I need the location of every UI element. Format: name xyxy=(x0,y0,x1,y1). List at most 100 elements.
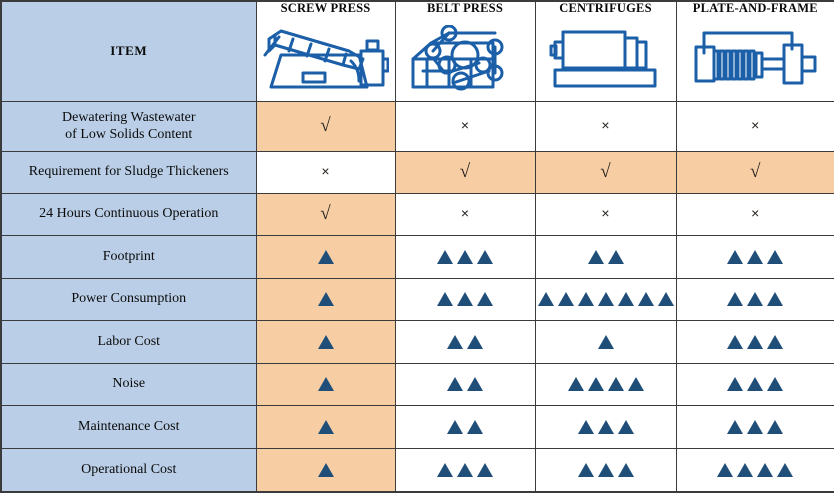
screw-press-icon xyxy=(257,16,395,101)
triangle-icon xyxy=(638,292,654,306)
cell-thickeners-screw-press: × xyxy=(256,151,395,193)
triangle-icon xyxy=(598,292,614,306)
column-header-screw-press: SCREW PRESS xyxy=(256,1,395,101)
triangle-icon xyxy=(737,463,753,477)
column-header-label: SCREW PRESS xyxy=(281,2,371,16)
rating-triangles xyxy=(396,292,535,306)
triangle-icon xyxy=(588,377,604,391)
triangle-icon xyxy=(777,463,793,477)
column-header-centrifuges: CENTRIFUGES xyxy=(535,1,676,101)
triangle-icon xyxy=(747,335,763,349)
cell-footprint-screw-press xyxy=(256,235,395,278)
row-label-line-2: of Low Solids Content xyxy=(2,126,256,144)
cell-operational-centrifuges xyxy=(535,448,676,492)
check-icon: √ xyxy=(750,161,760,182)
triangle-icon xyxy=(538,292,554,306)
cross-icon: × xyxy=(321,163,329,179)
triangle-icon xyxy=(618,292,634,306)
triangle-icon xyxy=(318,463,334,477)
cell-dewatering-screw-press: √ xyxy=(256,101,395,151)
column-header-label: CENTRIFUGES xyxy=(559,2,652,16)
table-header-row: ITEM SCREW PRESS xyxy=(1,1,834,101)
rating-triangles xyxy=(536,420,676,434)
triangle-icon xyxy=(558,292,574,306)
table-row: Footprint xyxy=(1,235,834,278)
cell-maintenance-centrifuges xyxy=(535,405,676,448)
rating-triangles xyxy=(677,292,834,306)
cell-operational-screw-press xyxy=(256,448,395,492)
cell-footprint-plate-and-frame xyxy=(676,235,834,278)
cell-noise-plate-and-frame xyxy=(676,363,834,405)
rating-triangles xyxy=(257,420,395,434)
triangle-icon xyxy=(447,377,463,391)
cell-labor-centrifuges xyxy=(535,320,676,363)
triangle-icon xyxy=(628,377,644,391)
cell-maintenance-screw-press xyxy=(256,405,395,448)
rating-triangles xyxy=(677,463,834,477)
cell-power-centrifuges xyxy=(535,278,676,320)
rating-triangles xyxy=(396,250,535,264)
triangle-icon xyxy=(767,377,783,391)
cross-icon: × xyxy=(751,117,759,133)
triangle-icon xyxy=(747,377,763,391)
table-row: Dewatering Wastewater of Low Solids Cont… xyxy=(1,101,834,151)
check-icon: √ xyxy=(600,161,610,182)
triangle-icon xyxy=(727,335,743,349)
cell-maintenance-plate-and-frame xyxy=(676,405,834,448)
table-row: Noise xyxy=(1,363,834,405)
rating-triangles xyxy=(536,335,676,349)
triangle-icon xyxy=(437,292,453,306)
rating-triangles xyxy=(396,420,535,434)
triangle-icon xyxy=(598,463,614,477)
triangle-icon xyxy=(477,463,493,477)
triangle-icon xyxy=(457,463,473,477)
triangle-icon xyxy=(658,292,674,306)
row-label-power-consumption: Power Consumption xyxy=(1,278,256,320)
triangle-icon xyxy=(618,463,634,477)
triangle-icon xyxy=(578,420,594,434)
cross-icon: × xyxy=(601,205,609,221)
triangle-icon xyxy=(477,292,493,306)
row-label-footprint: Footprint xyxy=(1,235,256,278)
triangle-icon xyxy=(727,420,743,434)
row-label-line-1: Dewatering Wastewater xyxy=(2,109,256,127)
rating-triangles xyxy=(536,250,676,264)
cell-noise-centrifuges xyxy=(535,363,676,405)
cell-labor-plate-and-frame xyxy=(676,320,834,363)
table-row: Requirement for Sludge Thickeners × √ √ … xyxy=(1,151,834,193)
row-label-noise: Noise xyxy=(1,363,256,405)
row-label-dewatering-wastewater: Dewatering Wastewater of Low Solids Cont… xyxy=(1,101,256,151)
triangle-icon xyxy=(608,377,624,391)
rating-triangles xyxy=(536,377,676,391)
cell-power-belt-press xyxy=(395,278,535,320)
column-header-plate-and-frame: PLATE-AND-FRAME xyxy=(676,1,834,101)
cell-thickeners-plate-and-frame: √ xyxy=(676,151,834,193)
triangle-icon xyxy=(467,420,483,434)
centrifuge-icon xyxy=(536,16,676,101)
cell-noise-screw-press xyxy=(256,363,395,405)
triangle-icon xyxy=(318,292,334,306)
triangle-icon xyxy=(447,335,463,349)
rating-triangles xyxy=(677,250,834,264)
triangle-icon xyxy=(767,292,783,306)
cell-thickeners-centrifuges: √ xyxy=(535,151,676,193)
triangle-icon xyxy=(598,420,614,434)
triangle-icon xyxy=(318,420,334,434)
cell-24h-plate-and-frame: × xyxy=(676,193,834,235)
triangle-icon xyxy=(568,377,584,391)
triangle-icon xyxy=(447,420,463,434)
row-label-operational-cost: Operational Cost xyxy=(1,448,256,492)
rating-triangles xyxy=(257,292,395,306)
row-label-24-hours-continuous-operation: 24 Hours Continuous Operation xyxy=(1,193,256,235)
table-row: Power Consumption xyxy=(1,278,834,320)
triangle-icon xyxy=(437,463,453,477)
rating-triangles xyxy=(536,292,676,306)
rating-triangles xyxy=(536,463,676,477)
triangle-icon xyxy=(598,335,614,349)
cross-icon: × xyxy=(601,117,609,133)
cell-noise-belt-press xyxy=(395,363,535,405)
cell-labor-belt-press xyxy=(395,320,535,363)
belt-press-icon xyxy=(396,16,535,101)
triangle-icon xyxy=(767,420,783,434)
